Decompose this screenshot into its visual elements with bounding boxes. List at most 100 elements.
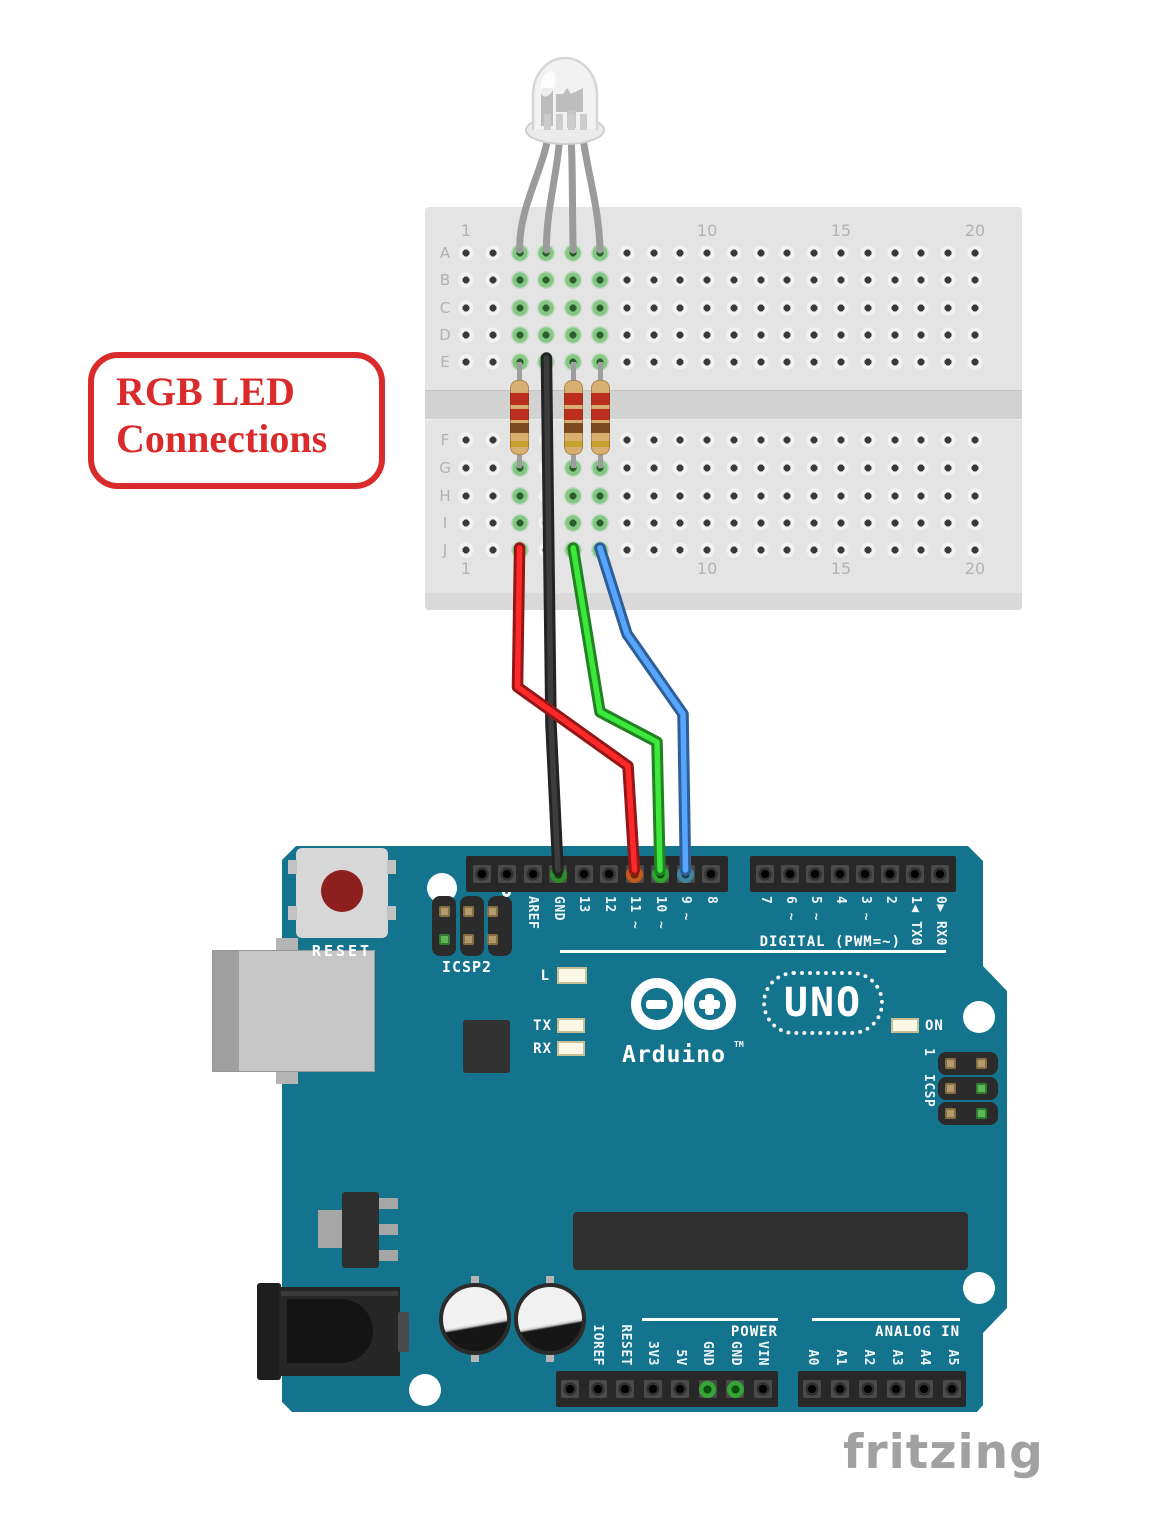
breadboard-hole[interactable] bbox=[859, 245, 876, 261]
breadboard-hole[interactable] bbox=[484, 432, 501, 448]
resistor-220ohm[interactable] bbox=[563, 380, 583, 455]
header-pin[interactable] bbox=[561, 1380, 579, 1398]
breadboard-hole[interactable] bbox=[725, 542, 742, 558]
header-pin[interactable] bbox=[931, 865, 949, 883]
header-pin[interactable] bbox=[671, 1380, 689, 1398]
header-pin[interactable] bbox=[906, 865, 924, 883]
breadboard-hole[interactable] bbox=[564, 459, 583, 477]
header-pin[interactable] bbox=[856, 865, 874, 883]
breadboard-hole[interactable] bbox=[967, 300, 983, 316]
breadboard-hole[interactable] bbox=[672, 488, 689, 504]
breadboard-hole[interactable] bbox=[590, 299, 609, 317]
electrolytic-capacitor[interactable] bbox=[439, 1283, 511, 1355]
header-pin[interactable] bbox=[915, 1380, 933, 1398]
breadboard-hole[interactable] bbox=[859, 354, 876, 370]
header-pin[interactable] bbox=[753, 1380, 772, 1398]
breadboard-hole[interactable] bbox=[458, 542, 474, 558]
breadboard-hole[interactable] bbox=[672, 327, 689, 343]
breadboard-hole[interactable] bbox=[538, 542, 555, 558]
breadboard-hole[interactable] bbox=[699, 432, 716, 448]
breadboard-hole[interactable] bbox=[672, 542, 689, 558]
breadboard-hole[interactable] bbox=[699, 300, 716, 316]
breadboard-hole[interactable] bbox=[458, 515, 474, 531]
breadboard-hole[interactable] bbox=[725, 327, 742, 343]
breadboard-hole[interactable] bbox=[967, 272, 983, 288]
breadboard-hole[interactable] bbox=[913, 272, 930, 288]
breadboard-hole[interactable] bbox=[806, 432, 823, 448]
header-pin[interactable] bbox=[756, 865, 774, 883]
header-pin[interactable] bbox=[702, 865, 720, 883]
breadboard-hole[interactable] bbox=[859, 460, 876, 476]
breadboard-hole[interactable] bbox=[859, 432, 876, 448]
breadboard-hole[interactable] bbox=[538, 515, 555, 531]
breadboard-hole[interactable] bbox=[833, 354, 850, 370]
resistor-220ohm[interactable] bbox=[590, 380, 610, 455]
breadboard-hole[interactable] bbox=[645, 300, 662, 316]
breadboard-hole[interactable] bbox=[886, 515, 903, 531]
breadboard-hole[interactable] bbox=[458, 327, 474, 343]
header-pin[interactable] bbox=[600, 865, 618, 883]
breadboard-hole[interactable] bbox=[886, 327, 903, 343]
breadboard-hole[interactable] bbox=[806, 300, 823, 316]
icsp-pin[interactable] bbox=[462, 905, 474, 917]
breadboard-hole[interactable] bbox=[510, 514, 529, 532]
breadboard-hole[interactable] bbox=[833, 245, 850, 261]
breadboard-hole[interactable] bbox=[699, 488, 716, 504]
breadboard-hole[interactable] bbox=[913, 245, 930, 261]
icsp-pin[interactable] bbox=[438, 933, 450, 945]
breadboard-hole[interactable] bbox=[833, 515, 850, 531]
breadboard-hole[interactable] bbox=[779, 515, 796, 531]
breadboard-hole[interactable] bbox=[779, 245, 796, 261]
breadboard-hole[interactable] bbox=[484, 515, 501, 531]
breadboard-hole[interactable] bbox=[699, 354, 716, 370]
breadboard-hole[interactable] bbox=[967, 327, 983, 343]
breadboard-hole[interactable] bbox=[699, 245, 716, 261]
breadboard-hole[interactable] bbox=[618, 327, 635, 343]
breadboard-hole[interactable] bbox=[645, 542, 662, 558]
breadboard-hole[interactable] bbox=[725, 354, 742, 370]
breadboard-hole[interactable] bbox=[672, 272, 689, 288]
header-pin[interactable] bbox=[803, 1380, 821, 1398]
breadboard-hole[interactable] bbox=[859, 300, 876, 316]
breadboard-hole[interactable] bbox=[940, 354, 957, 370]
breadboard-hole[interactable] bbox=[618, 300, 635, 316]
header-pin[interactable] bbox=[806, 865, 824, 883]
breadboard-hole[interactable] bbox=[645, 327, 662, 343]
breadboard-hole[interactable] bbox=[699, 272, 716, 288]
breadboard-hole[interactable] bbox=[967, 460, 983, 476]
usb-interface-chip[interactable] bbox=[463, 1020, 510, 1073]
breadboard-hole[interactable] bbox=[886, 542, 903, 558]
breadboard-hole[interactable] bbox=[645, 515, 662, 531]
header-pin[interactable] bbox=[574, 865, 593, 883]
breadboard-hole[interactable] bbox=[940, 432, 957, 448]
breadboard-hole[interactable] bbox=[672, 515, 689, 531]
breadboard-hole[interactable] bbox=[806, 245, 823, 261]
breadboard-hole[interactable] bbox=[886, 245, 903, 261]
header-pin[interactable] bbox=[498, 865, 516, 883]
header-pin[interactable] bbox=[859, 1380, 877, 1398]
breadboard-hole[interactable] bbox=[913, 354, 930, 370]
header-pin[interactable] bbox=[472, 865, 491, 883]
header-pin[interactable] bbox=[831, 865, 849, 883]
breadboard-hole[interactable] bbox=[967, 432, 983, 448]
breadboard-hole[interactable] bbox=[672, 245, 689, 261]
breadboard-hole[interactable] bbox=[590, 459, 609, 477]
breadboard-hole[interactable] bbox=[590, 326, 609, 344]
breadboard-hole[interactable] bbox=[833, 272, 850, 288]
breadboard-hole[interactable] bbox=[833, 432, 850, 448]
breadboard-hole[interactable] bbox=[859, 515, 876, 531]
breadboard-hole[interactable] bbox=[859, 327, 876, 343]
breadboard-hole[interactable] bbox=[510, 271, 529, 289]
breadboard-hole[interactable] bbox=[537, 326, 556, 344]
breadboard-hole[interactable] bbox=[458, 354, 474, 370]
breadboard-hole[interactable] bbox=[779, 354, 796, 370]
breadboard-hole[interactable] bbox=[645, 354, 662, 370]
breadboard-hole[interactable] bbox=[538, 432, 555, 448]
breadboard-hole[interactable] bbox=[833, 542, 850, 558]
breadboard-hole[interactable] bbox=[913, 327, 930, 343]
breadboard-hole[interactable] bbox=[537, 353, 556, 371]
breadboard-hole[interactable] bbox=[886, 354, 903, 370]
breadboard-hole[interactable] bbox=[672, 460, 689, 476]
breadboard-hole[interactable] bbox=[672, 300, 689, 316]
breadboard-hole[interactable] bbox=[940, 245, 957, 261]
